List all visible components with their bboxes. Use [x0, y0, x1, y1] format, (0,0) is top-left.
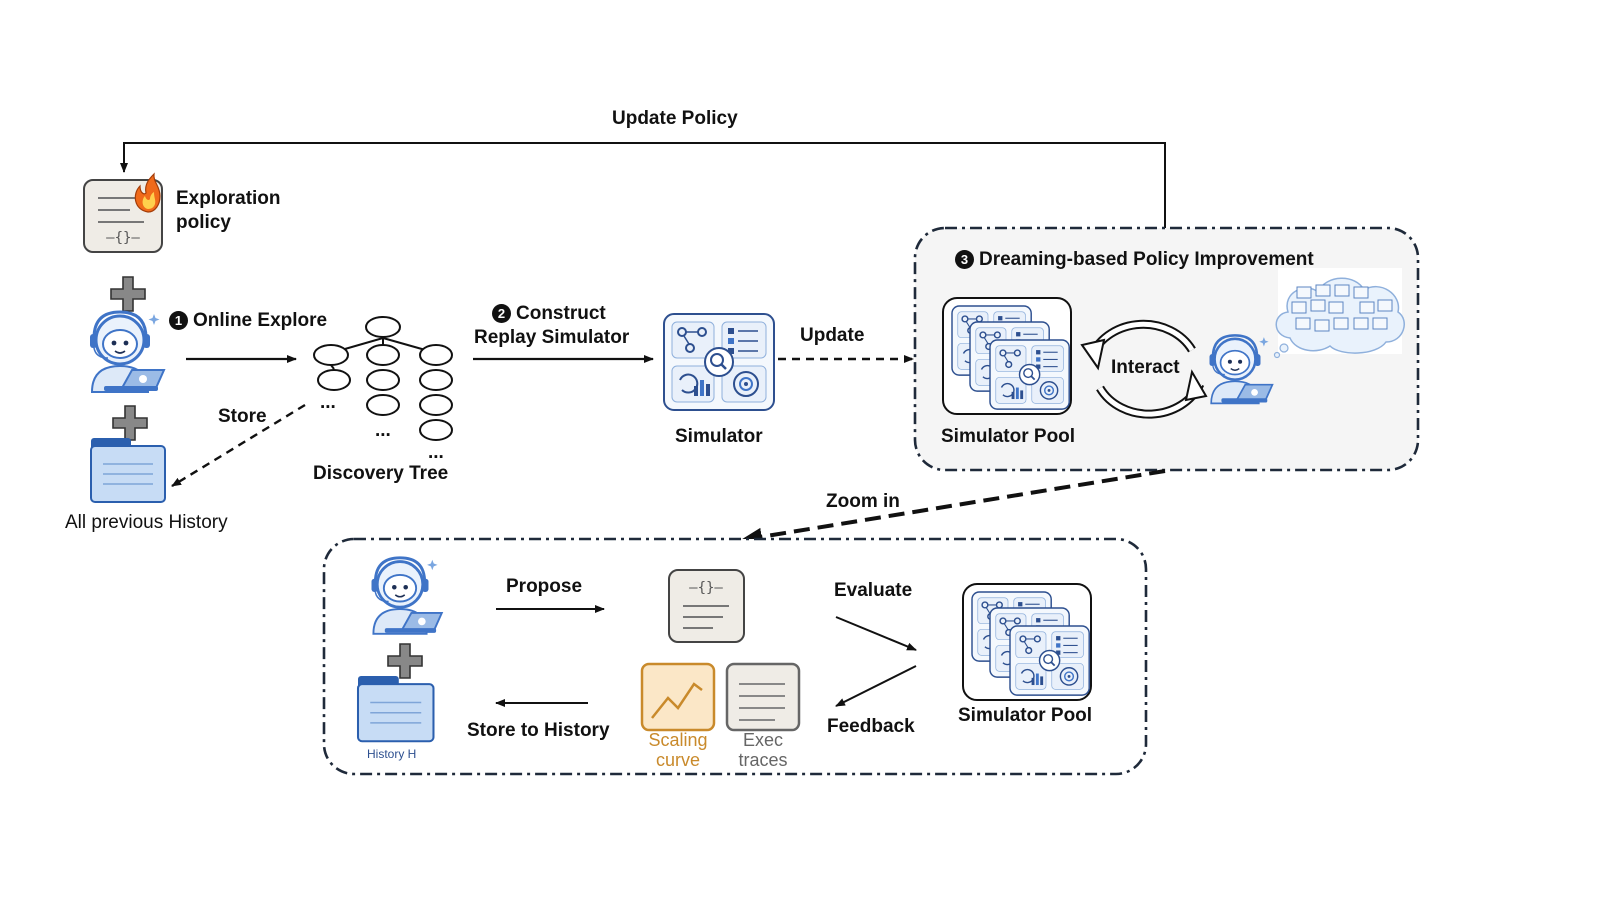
flame-icon: [134, 172, 161, 213]
scaling-curve-label-line1: Scaling: [648, 730, 708, 750]
cycle-arrowhead: [1080, 338, 1106, 371]
simulator-pool: [942, 297, 1072, 415]
step-number-badge: 1: [169, 311, 188, 330]
evaluate-arrow: [835, 616, 917, 651]
update-label: Update: [800, 325, 865, 346]
folder-icon: [356, 674, 435, 743]
tree-ellipsis: ...: [375, 420, 391, 441]
evaluate-label: Evaluate: [834, 580, 913, 601]
scaling-curve-label: Scaling curve: [636, 730, 720, 770]
exec-traces-icon: [725, 662, 801, 732]
zoom-in-arrow: [740, 469, 1166, 546]
tree-ellipsis: ...: [320, 392, 336, 413]
exec-traces-label: Exec traces: [721, 730, 805, 770]
step1-label: 1 Online Explore: [169, 310, 327, 332]
tree-ellipsis: ...: [428, 442, 444, 463]
discovery-tree: [313, 316, 453, 441]
plus-icon: [112, 405, 148, 441]
step-number-badge: 3: [955, 250, 974, 269]
all-previous-history-label: All previous History: [65, 512, 228, 533]
online-explore-label: Online Explore: [193, 310, 328, 331]
store-arrow: [171, 403, 306, 488]
scaling-curve-label-line2: curve: [655, 750, 700, 770]
zoom-box: [322, 537, 1148, 776]
discovery-tree-label: Discovery Tree: [313, 463, 449, 484]
thought-cloud-icon: [1273, 268, 1405, 359]
exec-traces-label-line2: traces: [738, 750, 788, 770]
simulator-pool-zoom-label: Simulator Pool: [958, 705, 1093, 726]
simulator-pool-label: Simulator Pool: [941, 426, 1076, 447]
policy-doc-icon: —{}—: [668, 569, 745, 643]
interact-label: Interact: [1111, 357, 1180, 378]
propose-label: Propose: [506, 576, 583, 597]
svg-text:—{}—: —{}—: [689, 580, 723, 596]
scaling-curve-icon: [640, 662, 716, 732]
plus-icon: [110, 276, 146, 312]
step-number-badge: 2: [492, 304, 511, 323]
store-label: Store: [218, 406, 267, 427]
construct-label-line2: Replay Simulator: [474, 327, 630, 348]
cycle-arrowhead: [1184, 369, 1208, 402]
folder-icon: [90, 437, 166, 503]
simulator-icon: [662, 312, 776, 412]
update-policy-label: Update Policy: [612, 108, 738, 129]
feedback-label: Feedback: [827, 716, 915, 737]
store-to-history-label: Store to History: [467, 720, 610, 741]
exploration-policy-label-line2: policy: [176, 212, 231, 233]
step2-label: 2 Construct: [492, 303, 606, 325]
exploration-policy-label-line1: Exploration: [176, 188, 281, 209]
history-h-label: History H: [367, 747, 417, 761]
construct-label-line1: Construct: [516, 303, 606, 324]
update-policy-arrow: [120, 142, 1166, 228]
step3-label: 3 Dreaming-based Policy Improvement: [955, 249, 1314, 271]
exec-traces-label-line1: Exec: [742, 730, 784, 750]
dreaming-label: Dreaming-based Policy Improvement: [979, 249, 1314, 270]
robot-agent-icon: [88, 310, 166, 394]
simulator-label: Simulator: [675, 426, 763, 447]
zoom-in-label: Zoom in: [826, 491, 900, 512]
simulator-pool: [962, 583, 1092, 701]
feedback-arrow: [835, 665, 917, 707]
